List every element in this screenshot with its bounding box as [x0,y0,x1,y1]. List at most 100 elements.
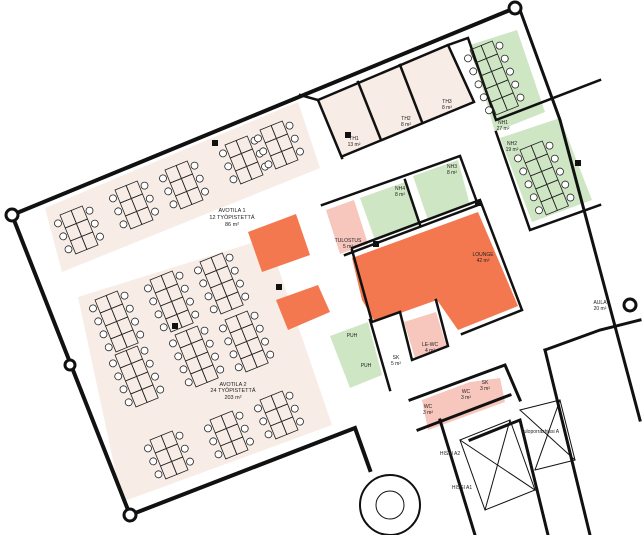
zone-th-rooms[interactable] [318,45,474,156]
chair [149,457,158,466]
desk-cluster [159,160,209,210]
chair [241,292,250,301]
chair [195,174,204,183]
chair [266,350,275,359]
chair [209,305,218,314]
chair [120,291,129,300]
zone-lounge-left-a[interactable] [248,214,310,272]
lounge-area: 42 m² [477,258,490,264]
wc1-area: 3 m² [423,410,433,416]
aula-area: 20 m² [594,306,607,312]
nh1-area: 27 m² [497,126,510,132]
chair [104,343,113,352]
avotila2-name: AVOTILA 2 [219,382,246,388]
desk [176,309,194,328]
lounge-name: LOUNGE [472,252,494,258]
chair [464,54,472,63]
desk [251,349,269,368]
chair [149,297,158,306]
chair [145,359,154,368]
chair [469,67,478,76]
zone-puh[interactable] [330,322,382,388]
chair [184,378,193,387]
chair [144,284,152,293]
chair [209,437,218,446]
chair [229,175,238,184]
chair [175,431,184,440]
zone-avotila1[interactable] [45,102,320,272]
chair [54,219,62,228]
aula-name: AULA [593,300,607,306]
desk [81,231,99,250]
nh4-area: 8 m² [395,192,405,198]
chair [506,67,514,76]
avotila2-seats: 24 TYÖPISTETTÄ [210,387,255,394]
chair [159,174,167,183]
chair [254,134,262,143]
chair [124,398,133,407]
desk [501,92,519,111]
chair [190,161,199,170]
chair [125,304,134,313]
desk [231,436,249,455]
chair [159,323,168,332]
chair [205,339,214,348]
chair [169,200,178,209]
chair [59,232,68,241]
th3-area: 8 m² [442,105,452,111]
desk-cluster [109,345,165,408]
chair [154,470,163,479]
lewc-area: 4 m² [425,348,435,354]
chair [234,363,243,372]
chair [240,424,249,433]
chair [261,337,269,346]
chair [259,147,268,156]
sk2-area: 3 m² [480,386,490,392]
chair [216,365,225,374]
avotila1-area: 86 m² [225,222,239,228]
chair [219,324,227,333]
chair [199,279,208,288]
th1-area: 13 m² [348,142,361,148]
sk2-name: SK [482,380,489,386]
sk-area: 5 m² [391,361,401,367]
zone-avotila2[interactable] [78,238,332,502]
chair [90,219,99,228]
chair [296,147,304,156]
chair [290,404,299,413]
desk [136,206,154,225]
zone-wc-block[interactable] [422,378,505,430]
chair [151,372,159,381]
zone-lounge[interactable] [352,212,518,330]
chair [94,317,103,326]
chair [96,232,104,241]
chair [511,80,520,89]
chair [219,149,227,158]
chair [204,292,213,301]
chair [561,180,570,189]
chair [145,194,154,203]
zone-nh4[interactable] [360,182,420,240]
chair [144,444,152,453]
avotila1-name: AVOTILA 1 [218,208,245,214]
nh3-area: 8 m² [447,170,457,176]
zone-nh3[interactable] [413,160,470,220]
chair [290,134,299,143]
desk [281,416,299,435]
chair [246,437,254,446]
chair [255,324,264,333]
sk-name: SK [393,355,400,361]
zone-tulostus[interactable] [326,200,368,254]
chair [485,106,493,115]
chair [474,80,483,89]
zone-lounge-left-b[interactable] [276,285,330,330]
chair [151,207,159,216]
chair [545,141,554,150]
chair [516,93,525,102]
staircase [359,474,421,535]
desk [281,146,299,165]
chair [180,444,189,453]
chair [186,457,194,466]
zone-lewc[interactable] [404,312,447,358]
chair [556,167,564,176]
